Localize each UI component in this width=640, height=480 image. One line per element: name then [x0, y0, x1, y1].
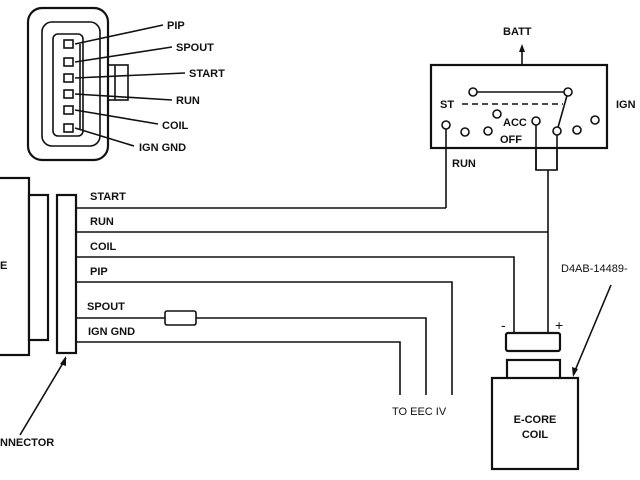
ign-switch-label: IGN — [616, 99, 636, 111]
harness-connector — [55, 193, 78, 355]
coil-body — [490, 376, 580, 471]
wire-label: START — [90, 191, 126, 203]
contact — [531, 116, 541, 126]
connector-leader — [19, 357, 67, 436]
wire-label: SPOUT — [87, 301, 125, 313]
pin-4 — [63, 105, 159, 125]
wire-coil — [76, 256, 515, 333]
connector-pinout: PIP SPOUT START RUN COIL IGN GND — [26, 6, 225, 162]
arrow-icon — [572, 367, 578, 377]
pin-1 — [63, 46, 173, 67]
pin-label: PIP — [167, 20, 185, 32]
connector-middle-shell — [41, 21, 101, 147]
wire-label: COIL — [90, 241, 117, 253]
coil-label-line1: E-CORE — [514, 414, 557, 426]
pin-2 — [63, 72, 186, 83]
pin-5 — [63, 123, 135, 147]
eec-label: TO EEC IV — [392, 406, 447, 418]
coil-part-number: D4AB-14489- — [561, 263, 628, 275]
coil-connector — [504, 331, 562, 353]
contact — [441, 120, 451, 130]
wire-label: PIP — [90, 266, 108, 278]
contact — [468, 87, 478, 97]
switch-plug — [535, 147, 558, 171]
pin-label: START — [189, 68, 225, 80]
connector-outer-shell — [26, 6, 110, 162]
contact — [590, 115, 600, 125]
pin-0 — [63, 24, 164, 49]
pin-label: IGN GND — [139, 142, 186, 154]
off-label: OFF — [500, 134, 522, 146]
harness-wires: START RUN COIL PIP SPOUT IGN GND TO EEC … — [76, 191, 548, 418]
wire-spout — [196, 317, 427, 395]
part-number-leader — [573, 284, 612, 374]
ignition-switch: BATT IGN ST ACC OFF RUN — [429, 26, 636, 333]
arrow-icon — [60, 356, 66, 366]
wire-ign-gnd — [76, 341, 401, 395]
switch-lever — [556, 91, 569, 132]
coil-label-line2: COIL — [522, 429, 549, 441]
batt-label: BATT — [503, 26, 532, 38]
st-label: ST — [440, 99, 454, 111]
coil-tower — [505, 358, 562, 381]
pin-label: SPOUT — [176, 42, 214, 54]
pin-label: COIL — [162, 120, 189, 132]
wire-pip — [76, 281, 453, 395]
contact — [483, 126, 493, 136]
contact — [460, 127, 470, 137]
contact — [492, 109, 502, 119]
wire-label: RUN — [90, 216, 114, 228]
module-body — [0, 176, 31, 357]
arrow-up-icon — [519, 44, 525, 52]
contact — [552, 126, 562, 136]
connector-latch-tab — [107, 64, 129, 101]
module-label-fragment: E — [0, 260, 7, 272]
connector-inner-shell — [52, 33, 84, 137]
acc-label: ACC — [503, 117, 527, 129]
e-core-coil: - + E-CORE COIL D4AB-14489- — [490, 263, 628, 471]
pin-label: RUN — [176, 95, 200, 107]
wire-label: IGN GND — [88, 326, 135, 338]
connector-label: NNECTOR — [0, 437, 54, 449]
run-label: RUN — [452, 158, 476, 170]
plus-terminal-label: + — [555, 317, 563, 333]
spout-in-line-connector — [164, 310, 197, 326]
contact — [572, 125, 582, 135]
ignition-module: E NNECTOR — [0, 176, 78, 449]
contact — [563, 87, 573, 97]
module-plate — [27, 193, 50, 342]
minus-terminal-label: - — [501, 317, 506, 333]
pin-3 — [63, 89, 173, 101]
